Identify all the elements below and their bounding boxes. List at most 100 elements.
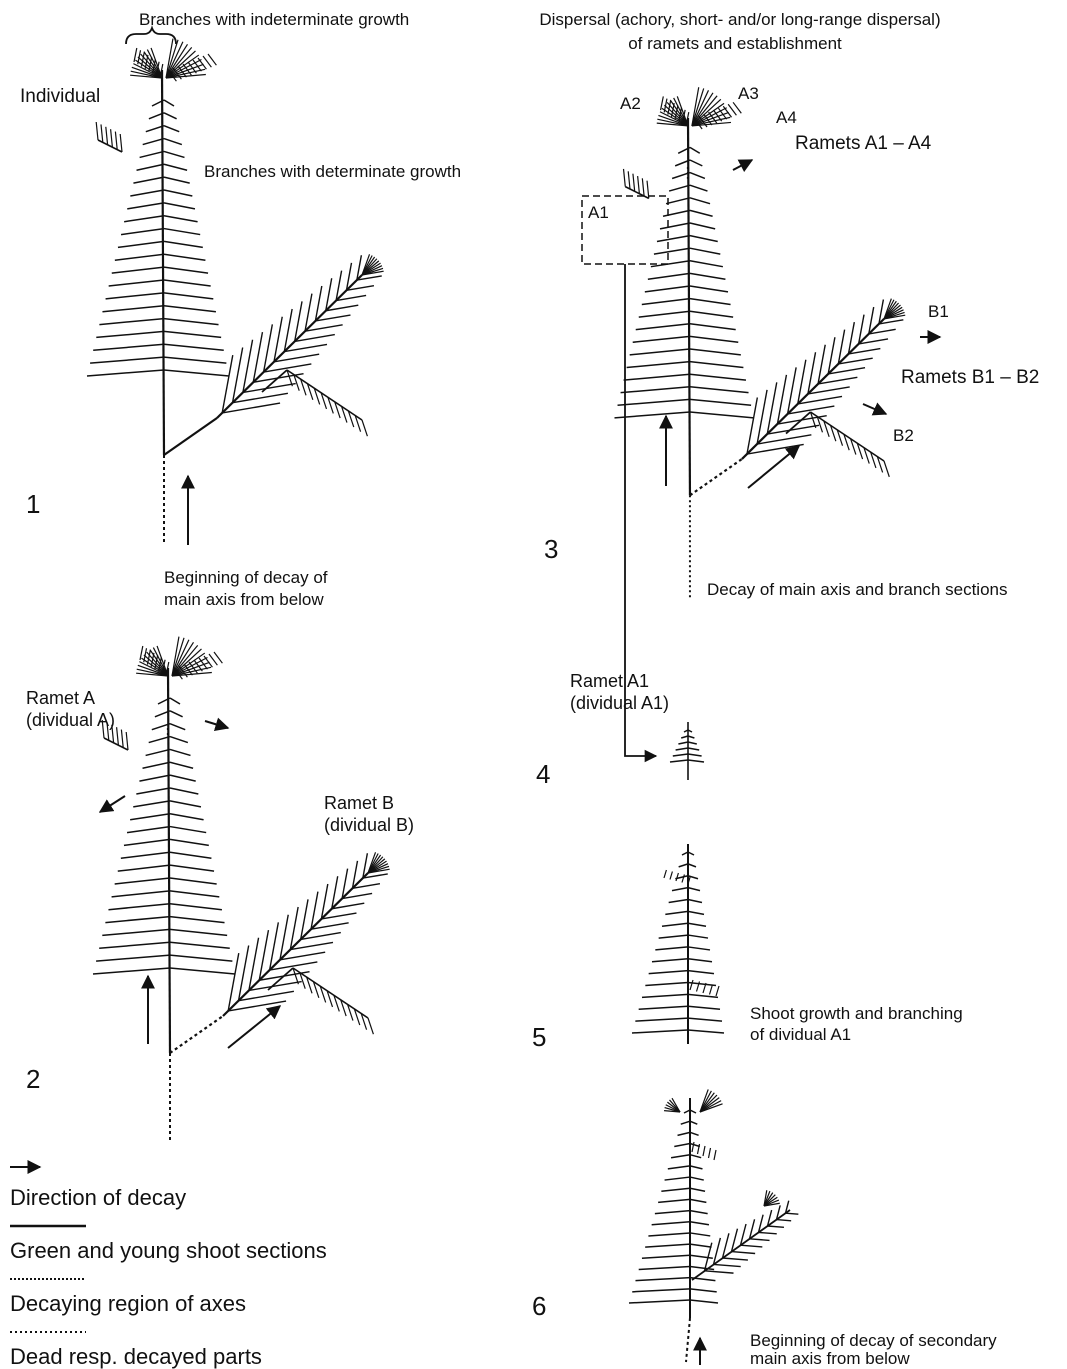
lateral-branch [690,399,751,405]
lateral-branch [105,917,170,923]
lateral-branch [661,1188,690,1191]
dividual-a1-label: (dividual A1) [570,693,669,713]
lateral-branch [690,311,733,317]
comb-twig [117,727,119,745]
dividual-a-label: (dividual A) [26,710,115,730]
lateral-branch [669,899,688,902]
ramet-a1-label: Ramet A1 [570,671,649,691]
dispersal-arrow [863,404,886,414]
lateral-branch [115,254,164,260]
lateral-branch [688,1018,722,1021]
lateral-branch [639,1006,688,1009]
lateral-branch [115,878,170,884]
lateral-branch [164,293,213,299]
lateral-branch [670,760,688,762]
lateral-branch [121,229,164,235]
lateral-branch [690,248,720,254]
lateral-branch [690,236,718,242]
legend-dead-parts: Dead resp. decayed parts [10,1345,262,1369]
lateral-branch [690,1166,702,1169]
lateral-branch [127,203,164,209]
lateral-branch [649,971,688,974]
lateral-branch [164,319,219,325]
lateral-branch [714,1264,741,1266]
lateral-branch [624,374,690,380]
lateral-branch [629,1300,690,1303]
lateral-branch [688,947,710,950]
lateral-branch [750,1239,770,1241]
lateral-branch [164,280,211,286]
lateral-branch [768,1226,784,1227]
comb-twig [682,875,684,883]
lateral-branch [287,370,362,420]
lateral-branch [164,139,182,145]
lateral-branch [170,878,217,884]
comb-twig [703,1146,705,1156]
lateral-branch [723,1258,748,1260]
lateral-branch [690,261,723,267]
lateral-branch [164,306,216,312]
lateral-branch [170,839,209,845]
lateral-branch [118,865,170,871]
lateral-branch [678,1132,690,1135]
lateral-branch [688,760,704,762]
lateral-branch [668,1166,690,1169]
comb-twig [120,134,122,152]
lateral-branch [127,827,170,833]
lateral-branch [648,1233,690,1236]
lateral-branch [690,336,738,342]
lateral-branch [688,748,699,750]
lateral-branch [164,331,221,337]
lateral-branch [627,362,690,368]
lateral-branch [143,762,170,768]
comb-twig [101,124,103,142]
comb-twig [638,176,640,194]
lateral-branch [635,1278,690,1281]
lateral-branch [652,959,688,962]
lateral-branch [108,904,170,910]
lateral-branch [642,299,690,305]
lateral-branch [121,852,170,858]
tag-b2: B2 [893,426,914,446]
lateral-branch [170,801,201,807]
lateral-branch [170,917,225,923]
lateral-branch [690,185,708,191]
dispersal-arrow [733,160,752,170]
secondary-axis [690,459,742,495]
dispersal-caption-line1: Dispersal (achory, short- and/or long-ra… [500,10,980,30]
lateral-branch [632,1030,688,1033]
lateral-branch [690,1177,704,1180]
lateral-branch [93,968,170,974]
lateral-branch [672,888,688,891]
comb-twig [642,178,644,196]
lateral-branch [811,412,885,461]
shoot-growth-caption-line2: of dividual A1 [750,1025,851,1045]
lateral-branch [681,1121,690,1124]
lateral-branch [164,100,174,106]
lateral-branch [118,241,164,247]
lateral-branch [164,151,184,157]
lateral-branch [690,387,749,393]
lateral-branch [170,814,204,820]
lateral-branch [690,173,705,179]
lateral-branch [96,955,170,961]
lateral-branch [759,1232,777,1233]
lateral-branch [102,929,170,935]
lateral-branch [136,788,170,794]
lateral-branch [690,160,702,166]
lateral-branch [690,362,743,368]
lateral-branch [633,336,690,342]
individual-label: Individual [20,87,100,107]
ramets-b-label: Ramets B1 – B2 [901,368,1039,388]
lateral-branch [690,1289,717,1292]
lateral-branch [639,1266,690,1269]
lateral-branch [648,273,690,279]
decay-caption-line1: Beginning of decay of [164,568,328,588]
decaying-axis [686,1318,690,1362]
comb-twig [714,1150,716,1160]
lateral-branch [741,1245,763,1247]
lateral-branch [690,374,746,380]
lateral-branch [268,968,293,990]
lateral-branch [139,775,170,781]
lateral-branch [688,736,694,738]
